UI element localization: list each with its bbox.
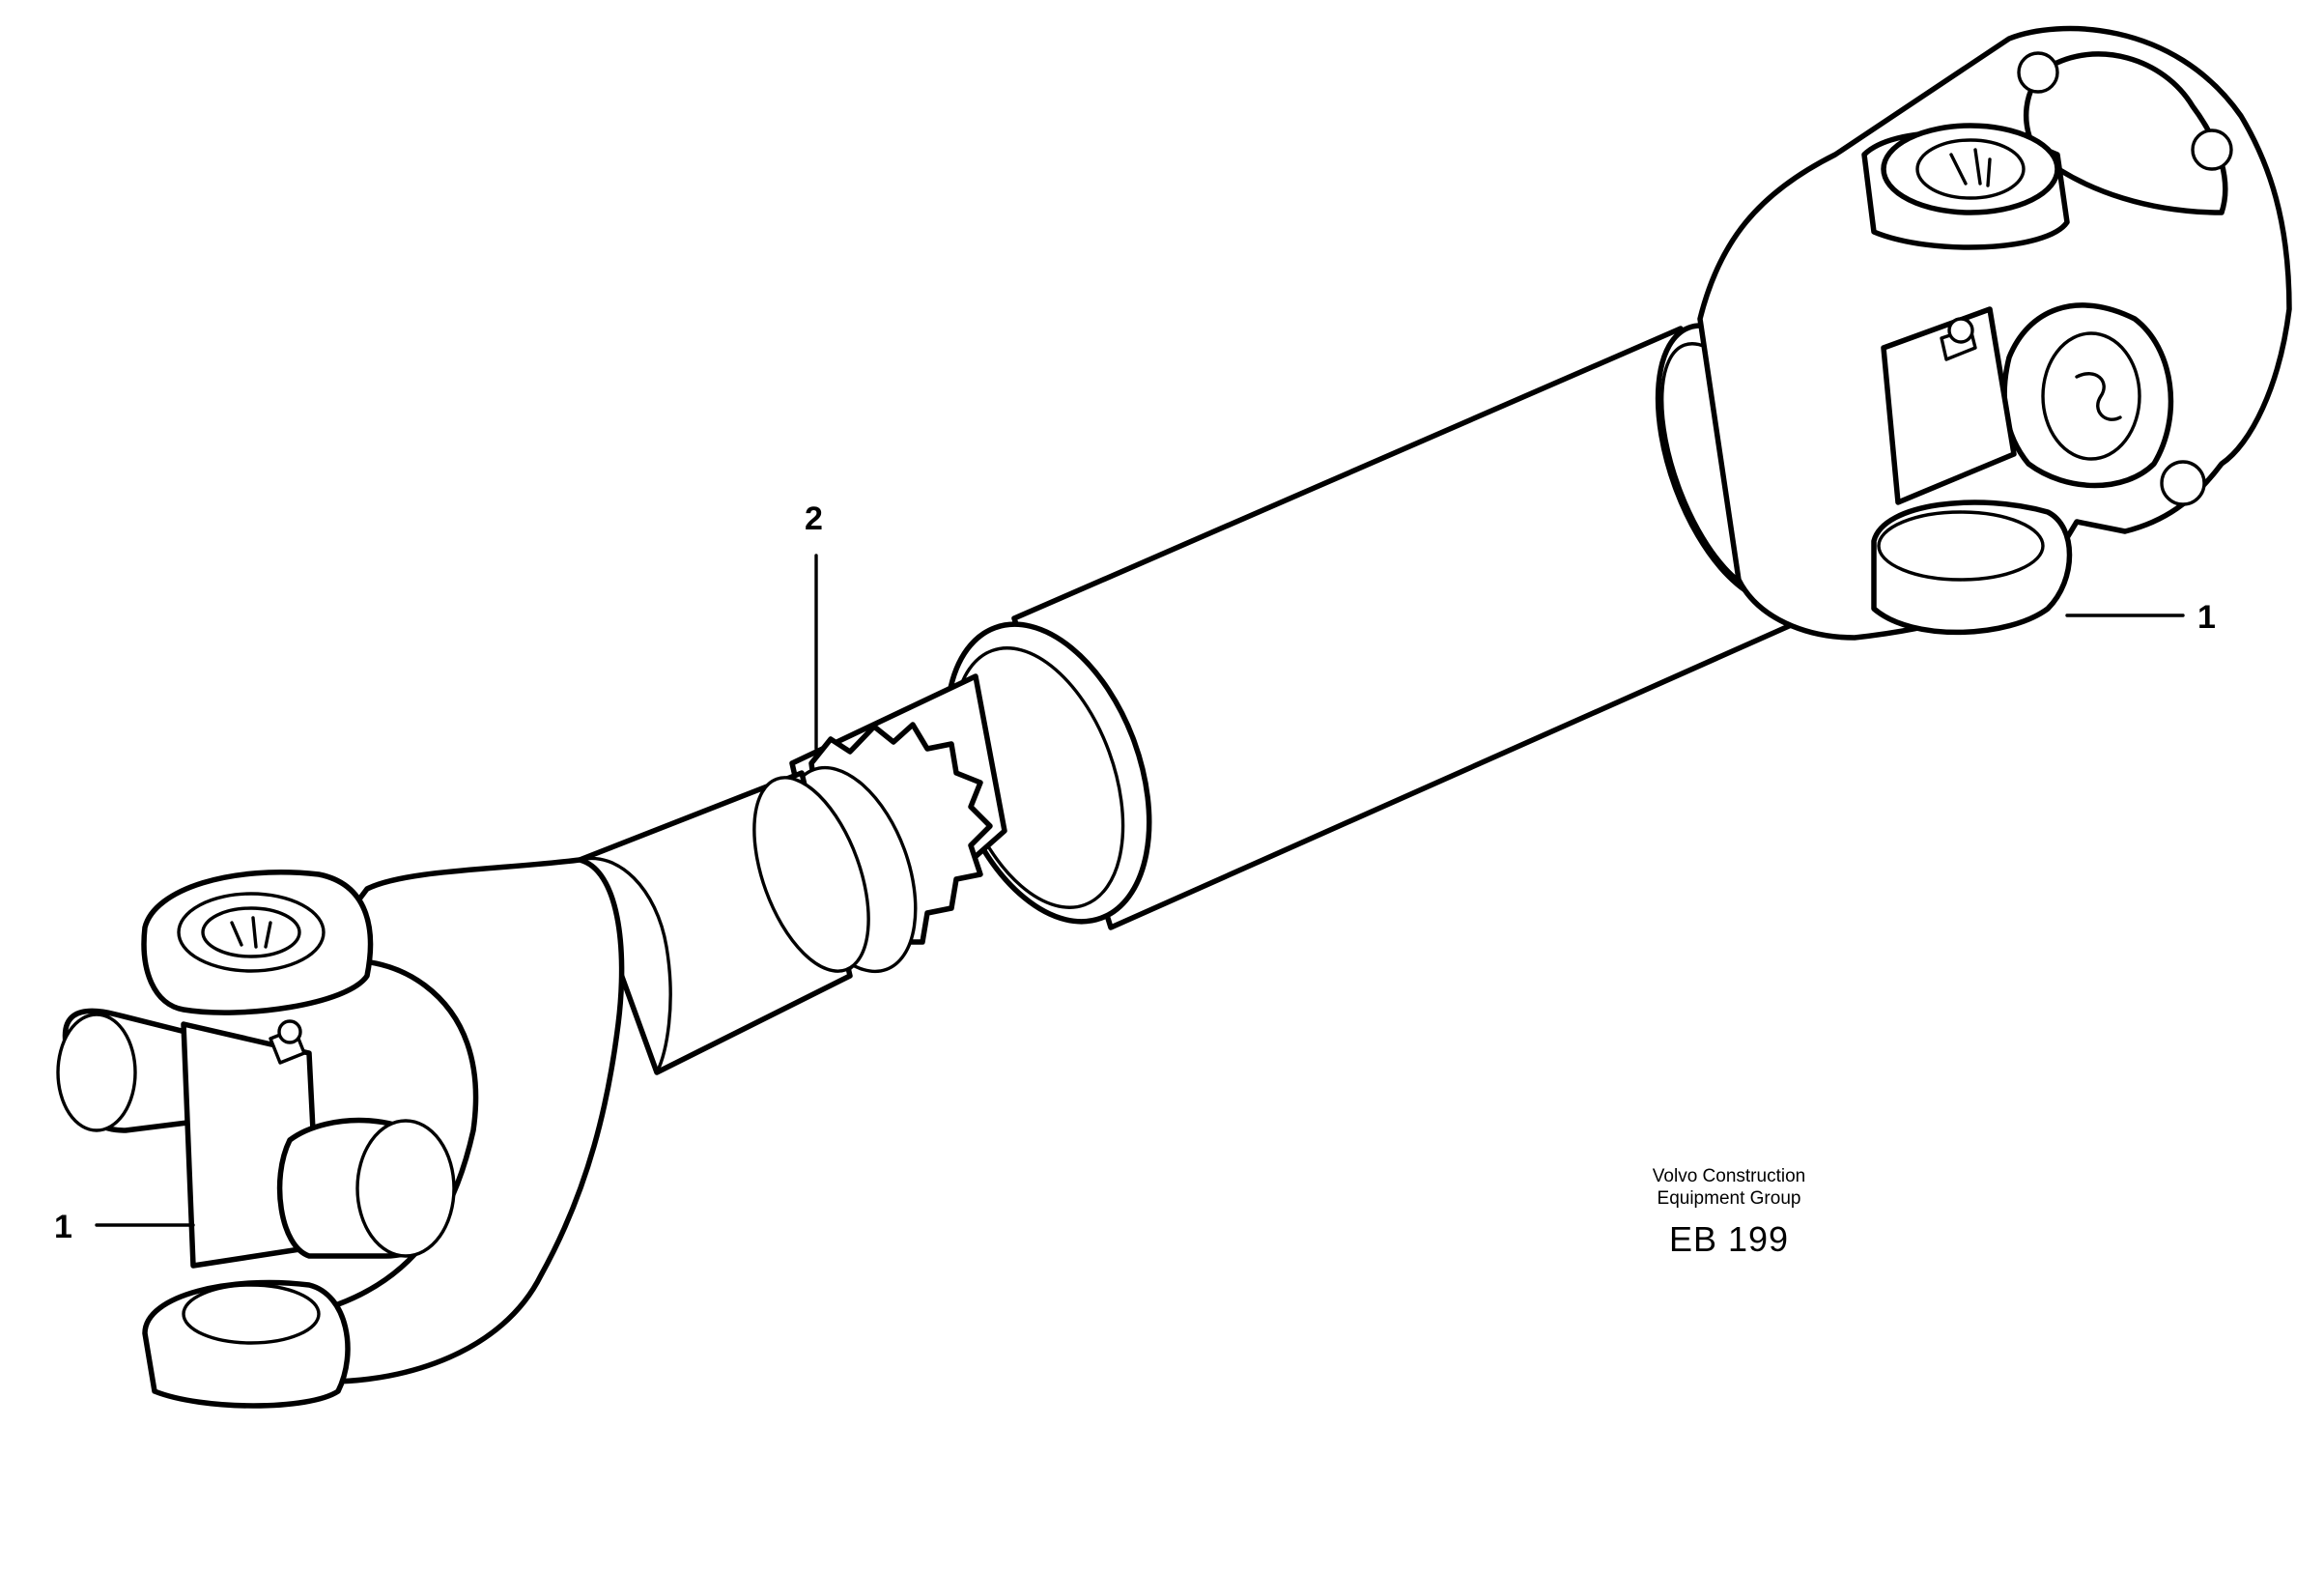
left-universal-joint xyxy=(56,857,625,1409)
right-universal-joint xyxy=(1697,25,2292,641)
slip-tube xyxy=(549,770,870,1075)
watermark-company: Volvo Construction Equipment Group xyxy=(1565,1165,1893,1210)
callout-1-left: 1 xyxy=(54,1209,195,1245)
middle-flange xyxy=(944,621,1152,925)
callout-2-label: 2 xyxy=(805,500,823,537)
callout-1-right: 1 xyxy=(2065,599,2216,636)
callout-2: 2 xyxy=(805,500,823,751)
callout-1-right-label: 1 xyxy=(2197,599,2216,636)
callout-1-left-label: 1 xyxy=(54,1209,72,1245)
watermark-company-line2: Equipment Group xyxy=(1657,1188,1801,1209)
watermark-code: EB 199 xyxy=(1668,1219,1790,1259)
watermark-company-line1: Volvo Construction xyxy=(1652,1166,1806,1186)
